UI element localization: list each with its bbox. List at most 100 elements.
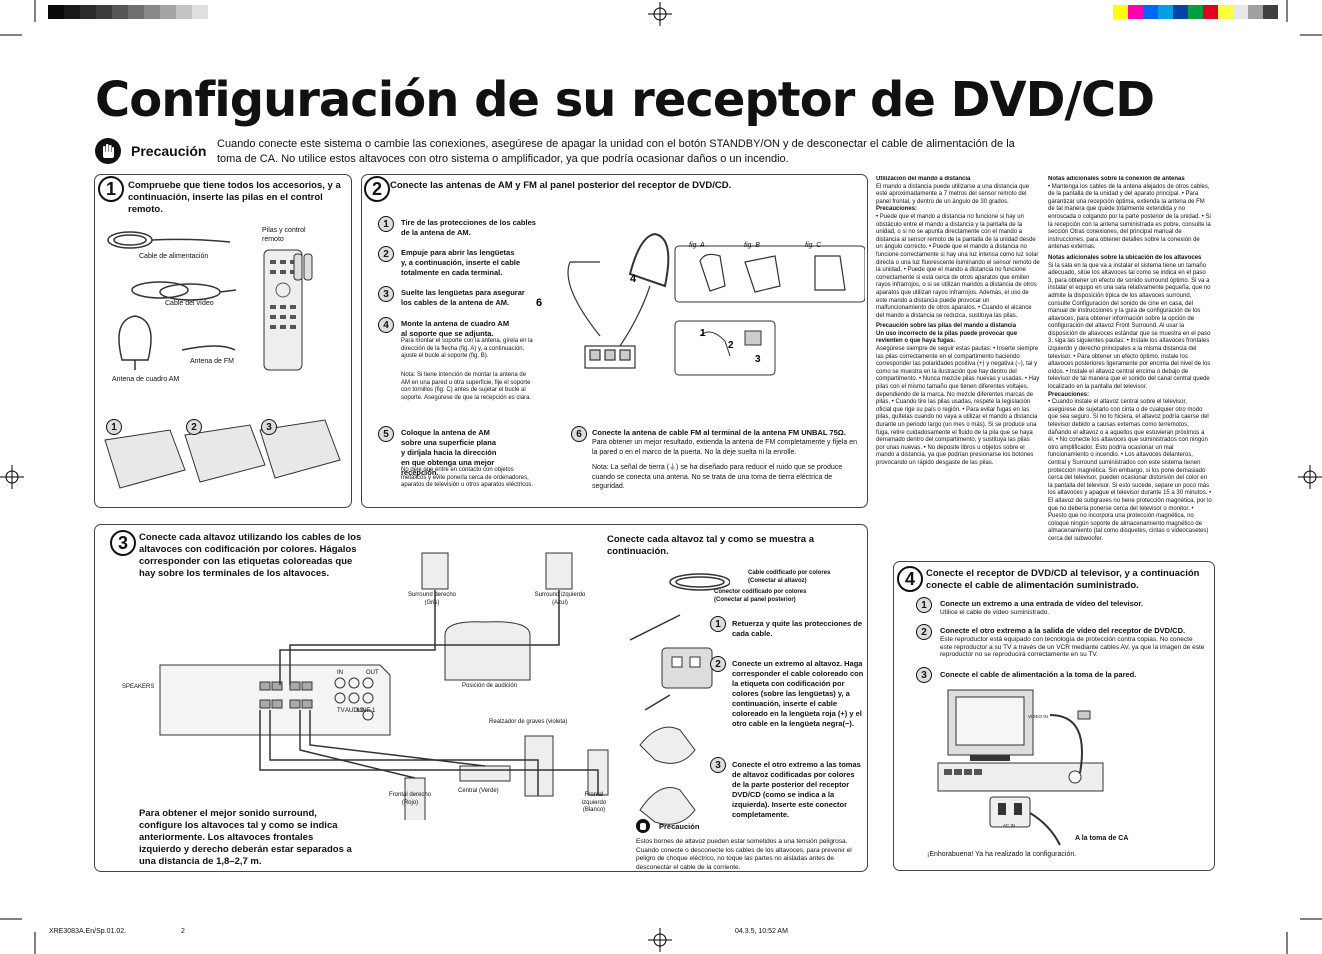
notes-remote-title: Utilización del mando a distancia [876, 176, 971, 182]
graybar-swatch [96, 5, 112, 19]
colorbar-swatch [1218, 5, 1233, 19]
step2-item-1-num: 1 [378, 216, 394, 232]
step2-item-5-text: No deje que entre en contacto con objeto… [401, 467, 534, 489]
step2-item-5-heading: Coloque la antena de AM sobre una superf… [401, 428, 497, 477]
step1-heading: Compruebe que tiene todos los accesorios… [128, 180, 341, 215]
step1-number: 1 [98, 176, 124, 202]
label-video-cable: Cable del vídeo [165, 300, 214, 307]
label-fm-antenna: Antena de FM [190, 358, 234, 365]
speaker-layout-diagram [159, 552, 609, 820]
step2-box [361, 174, 868, 508]
label-front-left: Frontal izquierdo (Blanco) [581, 792, 607, 814]
svg-text:4: 4 [630, 273, 637, 285]
notes-antenna-column: Notas adicionales sobre la conexión de a… [1048, 176, 1212, 556]
notes-speaker-body: Si la sala en la que va a instalar el si… [1048, 262, 1211, 391]
label-front-right: Frontal derecho (Rojo) [388, 792, 432, 806]
label-color-connector: Conector codificado por colores (Conecta… [714, 589, 807, 603]
step3-box [94, 524, 868, 872]
registration-mark-top [648, 2, 672, 26]
colorbar-swatch [1248, 5, 1263, 19]
panel-tv-label: TV [337, 708, 345, 714]
step3-item-2-num: 2 [710, 656, 726, 672]
step3-item-1-num: 1 [710, 616, 726, 632]
step2-item-4-note: Nota: Si tiene intención de montar la an… [401, 372, 532, 401]
video-in-label: VIDEO IN [1028, 714, 1048, 719]
step2-item-6-note: Nota: La señal de tierra (⏚) se ha diseñ… [592, 464, 843, 490]
panel-in-label: IN [337, 670, 343, 676]
graybar-swatch [176, 5, 192, 19]
label-surround-right: Surround derecho (Gris) [407, 592, 457, 606]
hand-stop-icon [95, 138, 121, 164]
colorbar-swatch [1143, 5, 1158, 19]
hand-stop-icon [636, 819, 650, 833]
graybar-swatch [128, 5, 144, 19]
svg-text:6: 6 [536, 297, 542, 309]
step1-box [94, 174, 352, 508]
fig-a-label: fig. A [689, 242, 705, 249]
step2-item-3-text: Suelte las lengüetas para asegurar los c… [401, 288, 525, 307]
registration-mark-left [0, 465, 24, 489]
step4-item-1-heading: Conecte un extremo a una entrada de víde… [940, 599, 1143, 608]
colorbar-swatch [1203, 5, 1218, 19]
tv-connection-illustration [937, 689, 1104, 846]
colorbar-swatch [1233, 5, 1248, 19]
notes-battery-title: Precaución sobre las pilas del mando a d… [876, 323, 1017, 330]
label-center: Central (Verde) [458, 788, 499, 794]
step2-item-2-num: 2 [378, 246, 394, 262]
step3-bottom-text: Para obtener el mejor sonido surround, c… [139, 808, 352, 867]
ac-in-label: AC IN [1003, 823, 1016, 828]
label-power-cable: Cable de alimentación [139, 253, 209, 260]
graybar-swatch [144, 5, 160, 19]
notes-battery-body: Asegúrese siempre de seguir estas pautas… [876, 346, 1040, 466]
notes-remote-body: El mando a distancia puede utilizarse a … [876, 183, 1030, 205]
step4-done-text: ¡Enhorabuena! Ya ha realizado la configu… [927, 851, 1077, 858]
step3-item-3-text: Conecte el otro extremo a las tomas de a… [732, 760, 861, 819]
panel-out-label: OUT [366, 670, 379, 676]
notes-remote-prec-head: Precauciones: [876, 206, 918, 213]
label-surround-left: Surround izquierdo (Azul) [534, 592, 586, 606]
step3-heading: Conecte cada altavoz utilizando los cabl… [139, 532, 362, 579]
step2-item-5-num: 5 [378, 426, 394, 442]
notes-speaker-prec-head: Precauciones: [1048, 391, 1090, 398]
label-listening-position: Posición de audición [462, 683, 518, 689]
label-remote: Pilas y control remoto [262, 227, 306, 243]
svg-text:1: 1 [700, 328, 706, 339]
notes-speaker-prec: • Cuando instale el altavoz central sobr… [1048, 399, 1212, 542]
step3-caution-text: Estos bornes de altavoz pueden estar som… [636, 838, 852, 871]
graybar-swatch [48, 5, 64, 19]
step2-number: 2 [364, 176, 390, 202]
step3-item-2-text: Conecte un extremo al altavoz. Haga corr… [732, 659, 864, 728]
speaker-cable-illustration [629, 573, 730, 825]
step3-item-1-text: Retuerza y quite las protecciones de cad… [732, 619, 863, 638]
step2-item-4-num: 4 [378, 317, 394, 333]
step4-item-3-heading: Conecte el cable de alimentación a la to… [940, 670, 1137, 679]
step2-item-4-text: Para montar el soporte con la antena, gí… [401, 338, 533, 360]
label-am-antenna: Antena de cuadro AM [112, 376, 180, 383]
step3-right-heading: Conecte cada altavoz tal y como se muest… [607, 534, 814, 557]
step2-item-2-text: Empuje para abrir las lengüetas y, a con… [401, 248, 521, 277]
step3-caution-label: Precaución [659, 822, 700, 831]
antenna-illustration: 4 6 1 2 3 [536, 232, 865, 376]
svg-text:3: 3 [755, 354, 761, 365]
step2-item-6-text: Para obtener un mejor resultado, extiend… [592, 439, 857, 456]
notes-battery-sub: Un uso incorrecto de la pilas puede prov… [876, 330, 1018, 345]
step4-box [893, 561, 1215, 871]
notes-antenna-body: • Mantenga los cables de la antena aleja… [1048, 183, 1211, 251]
accessories-illustration [104, 231, 341, 489]
panel-line-label: LINE 1 [357, 708, 376, 714]
step1-sub-3: 3 [261, 419, 277, 435]
notes-remote-prec: • Puede que el mando a distancia no func… [876, 213, 1040, 319]
footer-date: 04.3.5, 10:52 AM [735, 928, 788, 935]
precaution-label: Precaución [131, 143, 207, 159]
registration-mark-bottom [648, 928, 672, 952]
step4-item-2-heading: Conecte el otro extremo a la salida de v… [940, 626, 1186, 635]
step2-item-3-num: 3 [378, 286, 394, 302]
label-color-cable: Cable codificado por colores (Conectar a… [748, 570, 831, 584]
step3-number: 3 [110, 530, 136, 556]
step2-item-1-text: Tire de las protecciones de los cables d… [401, 218, 536, 237]
colorbar-swatch [1113, 5, 1128, 19]
fig-b-label: fig. B [744, 242, 760, 249]
step4-item-2-text: Este reproductor está equipado con tecno… [940, 636, 1205, 659]
graybar-swatch [112, 5, 128, 19]
fig-c-label: fig. C [805, 242, 822, 249]
